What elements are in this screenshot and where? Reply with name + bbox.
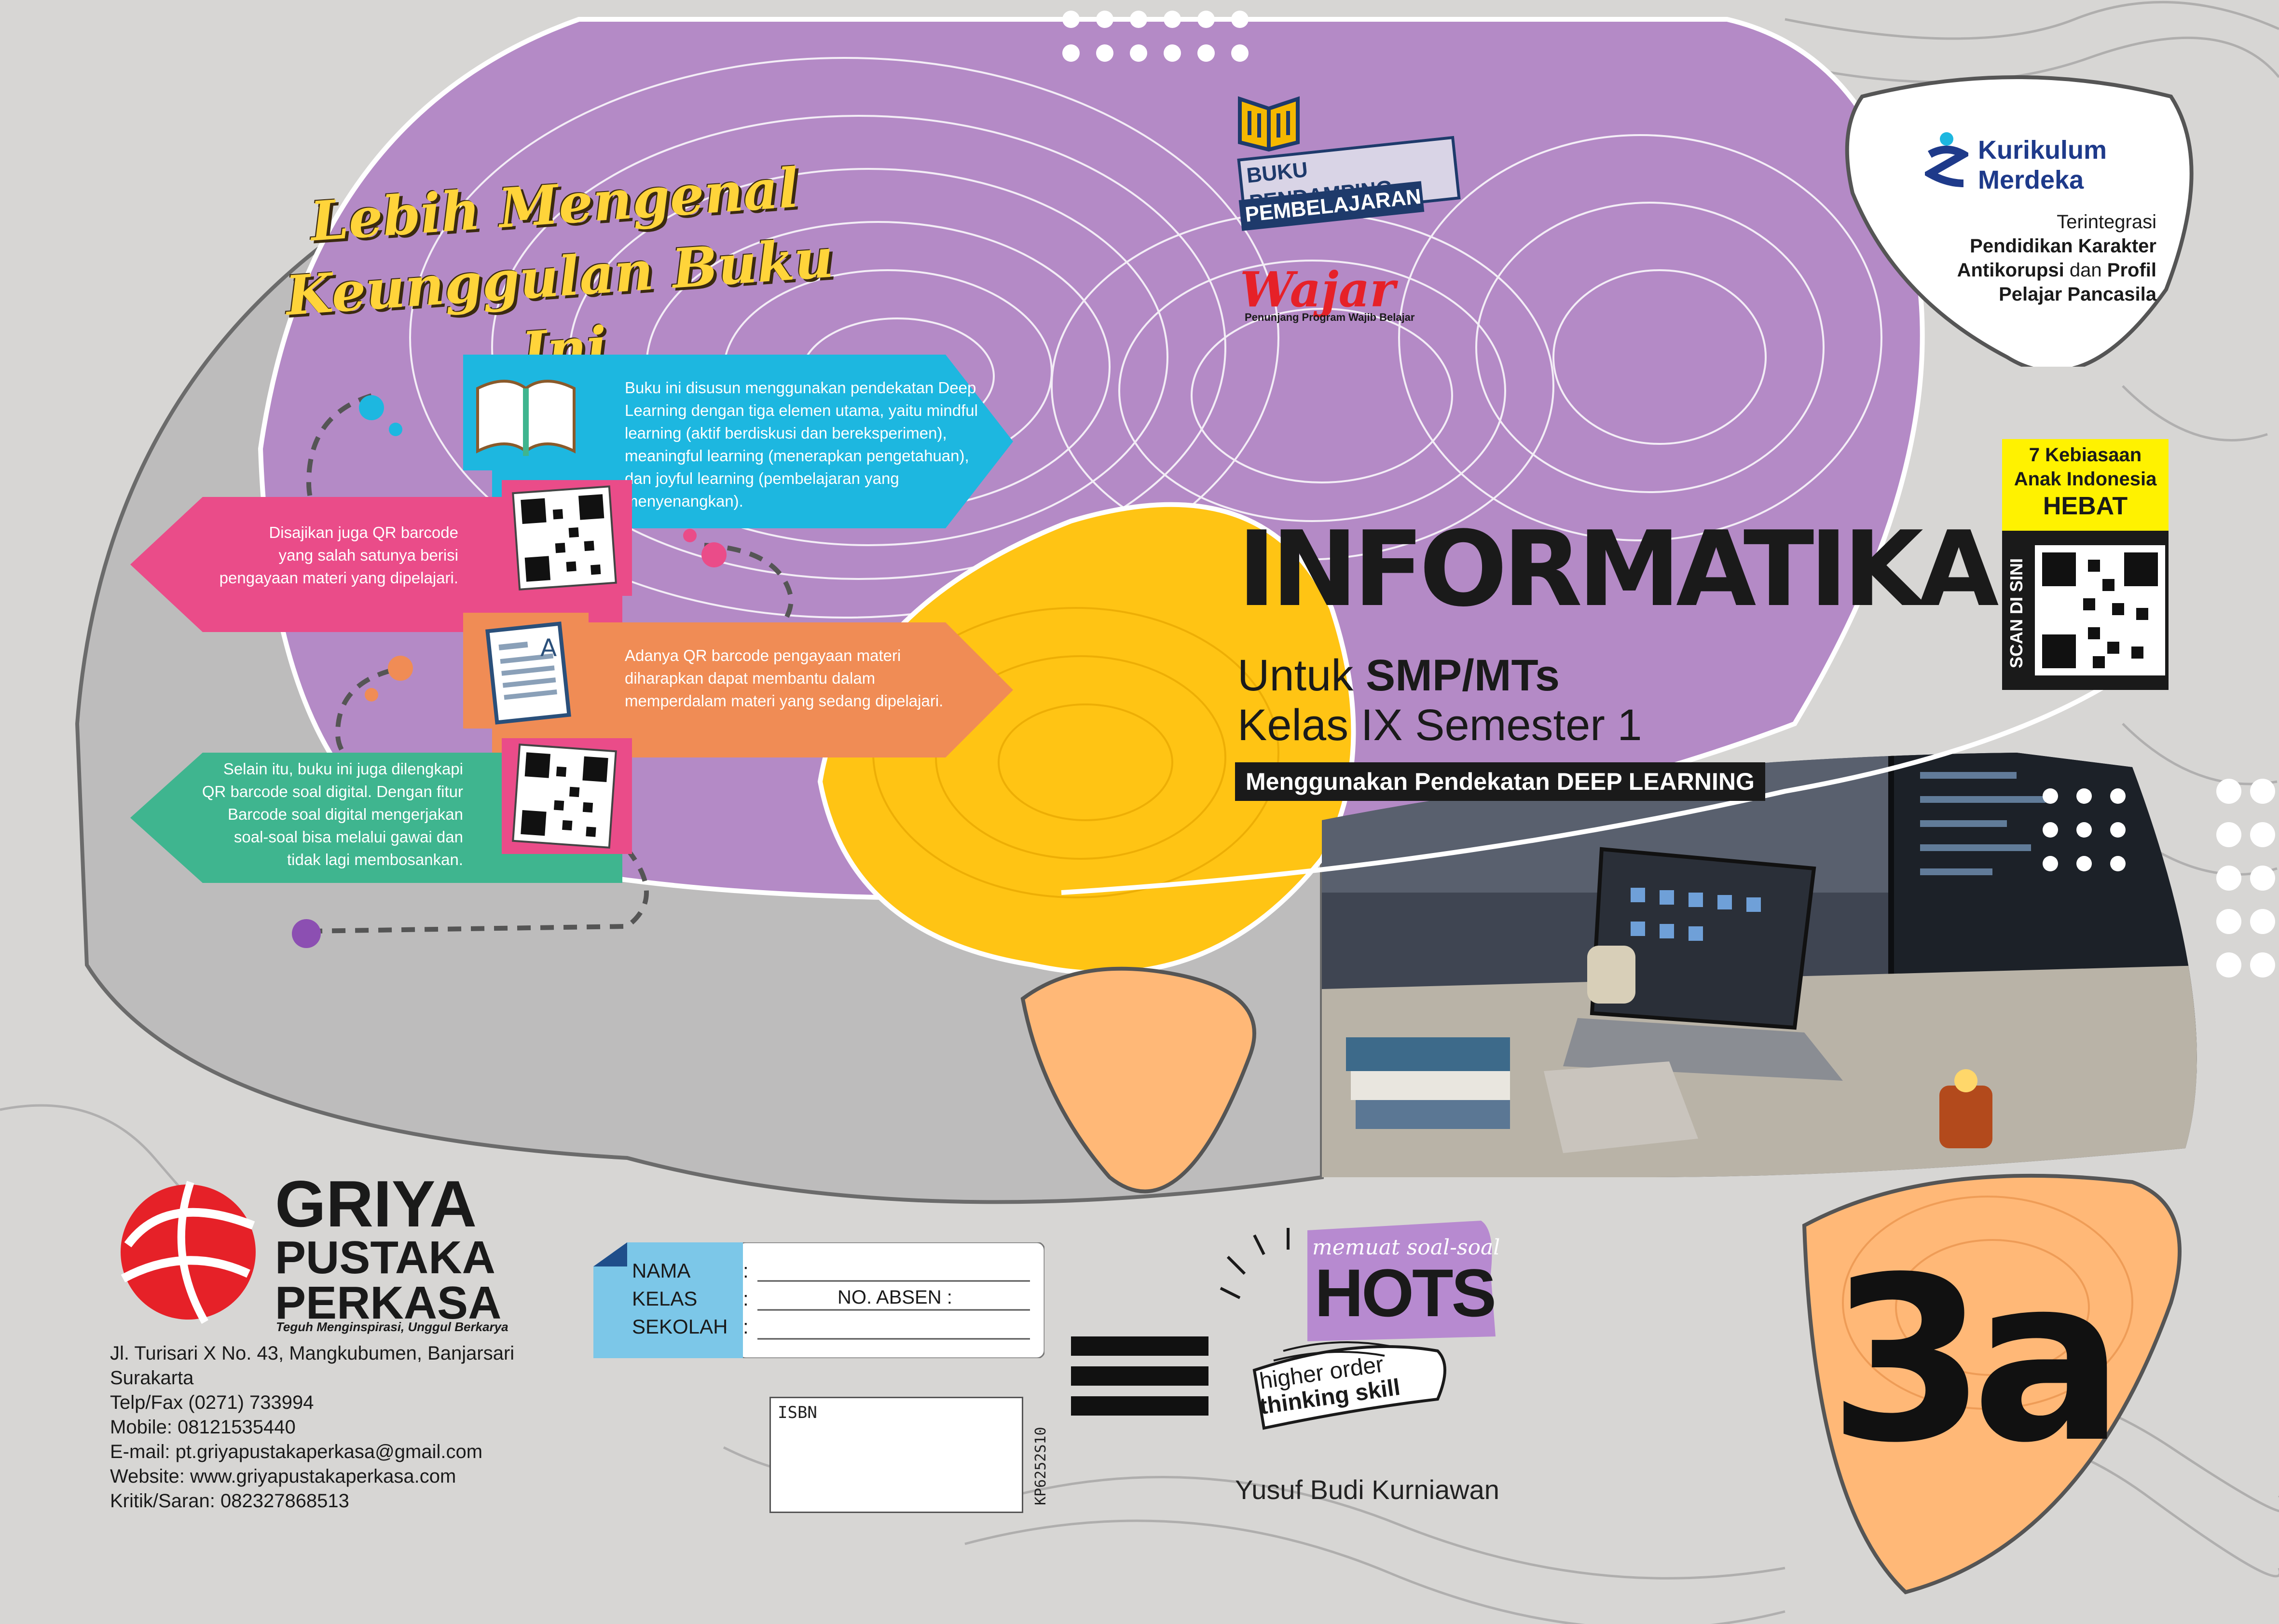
- hots-badge-shape: [1220, 1221, 1496, 1430]
- qr-code-icon: [2035, 545, 2165, 675]
- book-level: Untuk SMP/MTs: [1237, 651, 1560, 700]
- document-icon: A: [485, 621, 571, 725]
- habits-qr-box: SCAN DI SINI: [2002, 531, 2169, 690]
- feature-icon-box-1: [463, 355, 589, 470]
- series-badge: BUKU PENDAMPING PEMBELAJARAN Wajar Penun…: [1230, 80, 1481, 350]
- feature-text-3: Adanya QR barcode pengayaan materi dihar…: [625, 647, 944, 710]
- approach-badge: Menggunakan Pendekatan DEEP LEARNING: [1235, 762, 1765, 801]
- scan-here-label: SCAN DI SINI: [2006, 558, 2026, 669]
- open-book-icon: [476, 380, 576, 456]
- feature-banner-3: [492, 622, 1013, 757]
- author-name: Yusuf Budi Kurniawan: [1235, 1474, 1499, 1505]
- publisher-logo-icon: [121, 1181, 256, 1324]
- student-name-field[interactable]: [757, 1259, 1030, 1281]
- student-form-separators: : : :: [743, 1259, 749, 1338]
- feature-text-2: Disajikan juga QR barcode yang salah sat…: [219, 523, 458, 587]
- habits-qr-panel: 7 Kebiasaan Anak Indonesia HEBAT SCAN DI…: [2002, 439, 2169, 690]
- svg-text:A: A: [540, 634, 557, 662]
- feature-banner-2: [130, 497, 622, 632]
- qr-code-icon: [512, 743, 617, 849]
- feature-icon-box-4: [502, 738, 632, 854]
- feature-text-4: Selain itu, buku ini juga dilengkapi QR …: [202, 760, 463, 868]
- brand-logo: Wajar: [1240, 261, 1396, 318]
- kurikulum-merdeka-logo-icon: [1925, 132, 1968, 187]
- curriculum-card: Kurikulum Merdeka Terintegrasi Pendidika…: [1833, 68, 2200, 367]
- product-code: KP6252S10: [1032, 1427, 1049, 1505]
- publisher-name: GRIYA PUSTAKA PERKASA: [275, 1167, 502, 1329]
- student-school-field[interactable]: [757, 1317, 1030, 1339]
- barcode-bars: [1071, 1336, 1208, 1416]
- publisher-address: Jl. Turisari X No. 43, Mangkubumen, Banj…: [110, 1343, 515, 1512]
- curriculum-integration: Terintegrasi Pendidikan Karakter Antikor…: [1957, 211, 2156, 305]
- feature-icon-box-2: [502, 480, 632, 596]
- kurikulum-merdeka-name: Kurikulum Merdeka: [1978, 136, 2107, 194]
- student-number-field[interactable]: [950, 1288, 1030, 1310]
- qr-code-icon: [512, 485, 617, 591]
- hots-line-2: HOTS: [1315, 1255, 1496, 1331]
- habits-label: 7 Kebiasaan Anak Indonesia HEBAT: [2002, 439, 2169, 531]
- student-identity-form: NAMA KELAS SEKOLAH : : : NO. ABSEN :: [593, 1242, 1044, 1358]
- book-logo-icon: [1238, 96, 1300, 152]
- book-class-semester: Kelas IX Semester 1: [1237, 701, 1642, 750]
- publisher-motto: Teguh Menginspirasi, Unggul Berkarya: [276, 1320, 508, 1334]
- hots-line-1: memuat soal-soal: [1312, 1235, 1500, 1260]
- isbn-box: ISBN: [769, 1397, 1023, 1513]
- brand-tagline: Penunjang Program Wajib Belajar: [1245, 311, 1415, 323]
- hots-badge: memuat soal-soal HOTS higher order think…: [1211, 1216, 1510, 1443]
- student-number-label: NO. ABSEN :: [835, 1287, 955, 1308]
- feature-banner-4: [130, 753, 622, 883]
- feature-icon-box-3: A: [463, 613, 589, 729]
- grade-label: 3a: [1828, 1228, 2125, 1492]
- isbn-label: ISBN: [778, 1403, 817, 1422]
- feature-text-1: Buku ini disusun menggunakan pendekatan …: [625, 379, 978, 510]
- book-title: INFORMATIKA: [1237, 509, 1999, 630]
- student-form-labels: NAMA KELAS SEKOLAH: [632, 1259, 728, 1338]
